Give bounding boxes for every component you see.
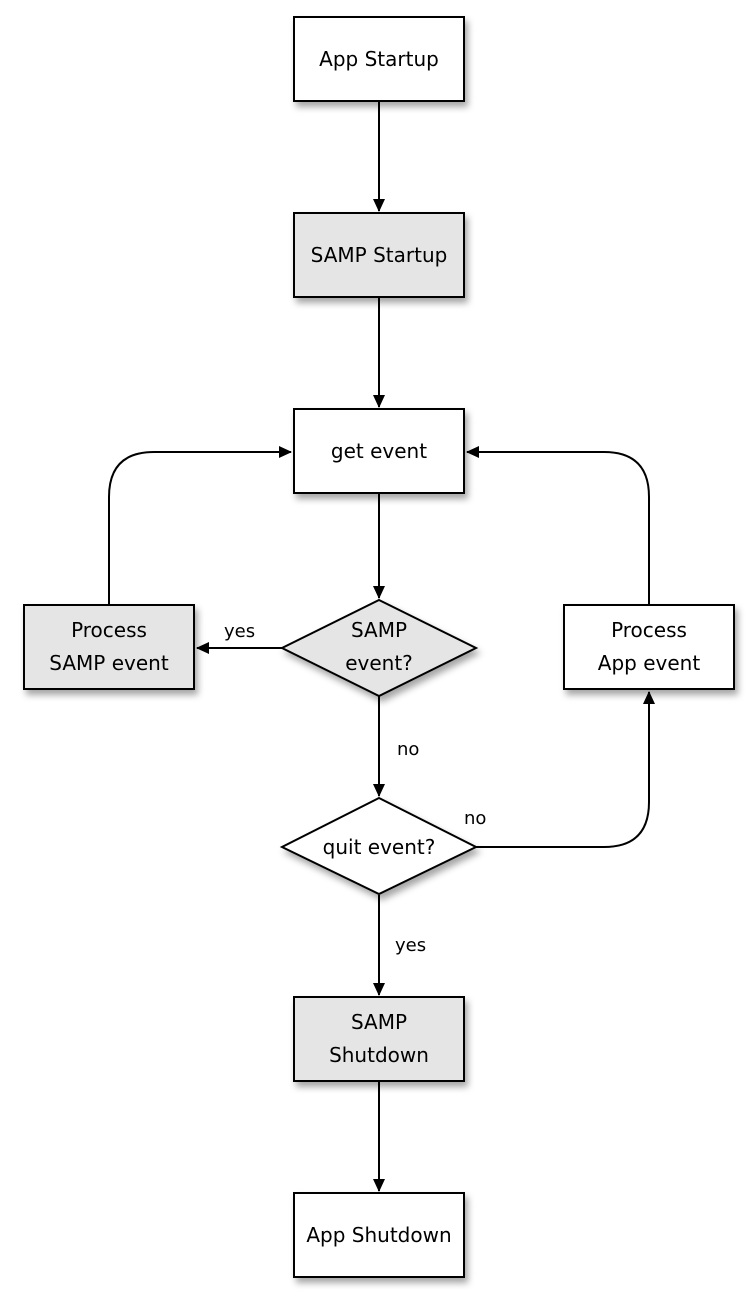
edges xyxy=(108,102,655,1192)
quit-event-decision-node: quit event? xyxy=(279,796,479,896)
quit-event-diamond xyxy=(279,796,479,896)
quit-event-yes-label: yes xyxy=(395,935,426,956)
process-app-event-node: Process App event xyxy=(563,604,735,690)
samp-event-decision-node: SAMP event? xyxy=(279,598,479,698)
samp-shutdown-box xyxy=(293,996,465,1082)
samp-shutdown-label-line-2: Shutdown xyxy=(329,1043,429,1067)
app-shutdown-node: App Shutdown xyxy=(293,1192,465,1278)
quit-event-label: quit event? xyxy=(323,835,436,859)
get-event-node: get event xyxy=(293,408,465,494)
process-app-event-box xyxy=(563,604,735,690)
get-event-label: get event xyxy=(331,439,427,463)
edge-labels: yes no no yes xyxy=(224,621,486,956)
samp-startup-box xyxy=(293,212,465,298)
process-app-event-label-line-1: Process xyxy=(611,618,687,642)
app-startup-box xyxy=(293,16,465,102)
samp-event-no-label: no xyxy=(397,739,419,760)
samp-event-label-line-1: SAMP xyxy=(351,618,407,642)
app-shutdown-box xyxy=(293,1192,465,1278)
samp-event-yes-label: yes xyxy=(224,621,255,642)
samp-event-label-line-2: event? xyxy=(345,651,413,675)
app-shutdown-label: App Shutdown xyxy=(306,1223,451,1247)
quit-event-no-label: no xyxy=(464,808,486,829)
samp-startup-label: SAMP Startup xyxy=(311,243,448,267)
edge-process-samp-to-get-event xyxy=(108,446,292,604)
samp-shutdown-label-line-1: SAMP xyxy=(351,1010,407,1034)
samp-startup-node: SAMP Startup xyxy=(293,212,465,298)
process-samp-event-box xyxy=(23,604,195,690)
app-startup-node: App Startup xyxy=(293,16,465,102)
process-samp-event-node: Process SAMP event xyxy=(23,604,195,690)
edge-process-app-to-get-event xyxy=(466,446,650,604)
process-samp-event-label-line-1: Process xyxy=(71,618,147,642)
app-startup-label: App Startup xyxy=(319,47,439,71)
get-event-box xyxy=(293,408,465,494)
process-app-event-label-line-2: App event xyxy=(598,651,701,675)
samp-shutdown-node: SAMP Shutdown xyxy=(293,996,465,1082)
edge-quit-no-to-process-app xyxy=(476,691,655,848)
samp-event-diamond xyxy=(279,598,479,698)
process-samp-event-label-line-2: SAMP event xyxy=(49,651,169,675)
